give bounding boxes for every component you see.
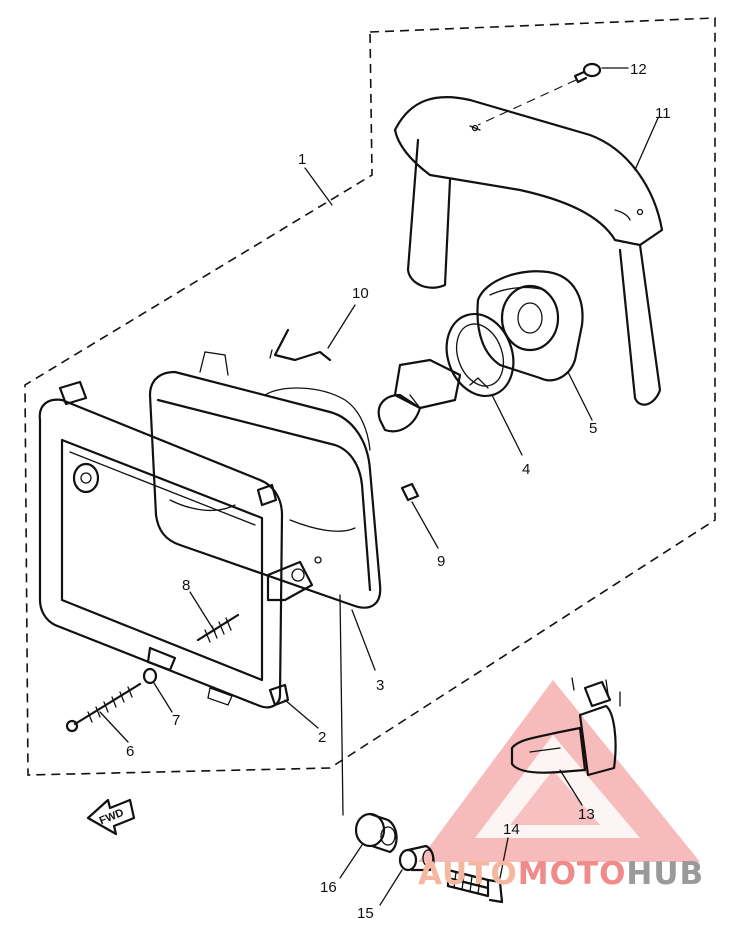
direction-label: FWD — [98, 807, 126, 828]
headlight-lens-unit — [148, 351, 382, 609]
callout-6: 6 — [126, 743, 134, 760]
washer-7 — [142, 667, 158, 685]
leader-8 — [189, 591, 216, 633]
hidden-line-12 — [477, 79, 577, 126]
leader-16 — [339, 844, 363, 879]
bolt-14 — [446, 868, 504, 904]
leader-14 — [499, 837, 509, 879]
callout-3: 3 — [376, 677, 384, 694]
watermark-hub: HUB — [626, 856, 704, 892]
adjusting-screw-8 — [196, 613, 240, 643]
leader-4 — [491, 394, 523, 456]
long-bolt-6 — [65, 682, 142, 733]
callout-13: 13 — [578, 806, 595, 823]
leader-6 — [99, 711, 129, 743]
callout-9: 9 — [437, 553, 445, 570]
leader-7 — [153, 682, 173, 713]
headlight-bulb-inner — [377, 358, 462, 433]
assembly-boundary — [24, 17, 716, 776]
forward-direction-arrow: FWD — [86, 798, 136, 836]
spacer-15 — [398, 844, 435, 872]
callout-1: 1 — [298, 151, 306, 168]
clip-9 — [400, 482, 420, 502]
halogen-bulb-13 — [510, 677, 621, 777]
visor-bracket — [393, 96, 664, 406]
leader-2 — [284, 699, 319, 729]
watermark-auto: AUTO — [418, 856, 518, 892]
grommet-16 — [354, 812, 398, 854]
callout-5: 5 — [589, 420, 597, 437]
leader-5 — [567, 371, 593, 421]
leader-3 — [351, 609, 376, 671]
callout-10: 10 — [352, 285, 369, 302]
clip-spring — [269, 328, 332, 362]
callout-8: 8 — [182, 577, 190, 594]
leader-1 — [304, 167, 333, 206]
callout-4: 4 — [522, 461, 530, 478]
leader-9 — [411, 501, 439, 549]
leader-15 — [379, 869, 403, 906]
bulb-cover — [476, 270, 584, 382]
callout-16: 16 — [320, 879, 337, 896]
leader-10 — [327, 304, 356, 349]
callout-12: 12 — [630, 61, 647, 78]
leader-13 — [559, 769, 583, 806]
callout-15: 15 — [357, 905, 374, 922]
bulb-retaining-ring — [445, 312, 515, 398]
callout-11: 11 — [655, 105, 671, 122]
watermark-text: AUTOMOTOHUB — [418, 856, 704, 892]
screw-12 — [573, 62, 602, 84]
svg-text:AUTOMOTOHUB: AUTOMOTOHUB — [418, 856, 704, 892]
callout-14: 14 — [503, 821, 520, 838]
watermark-moto: MOTO — [518, 856, 627, 892]
callout-2: 2 — [318, 729, 326, 746]
callout-7: 7 — [172, 712, 180, 729]
leader-11 — [634, 117, 659, 171]
leader-vertical — [339, 594, 344, 816]
headlight-rim — [38, 380, 314, 709]
